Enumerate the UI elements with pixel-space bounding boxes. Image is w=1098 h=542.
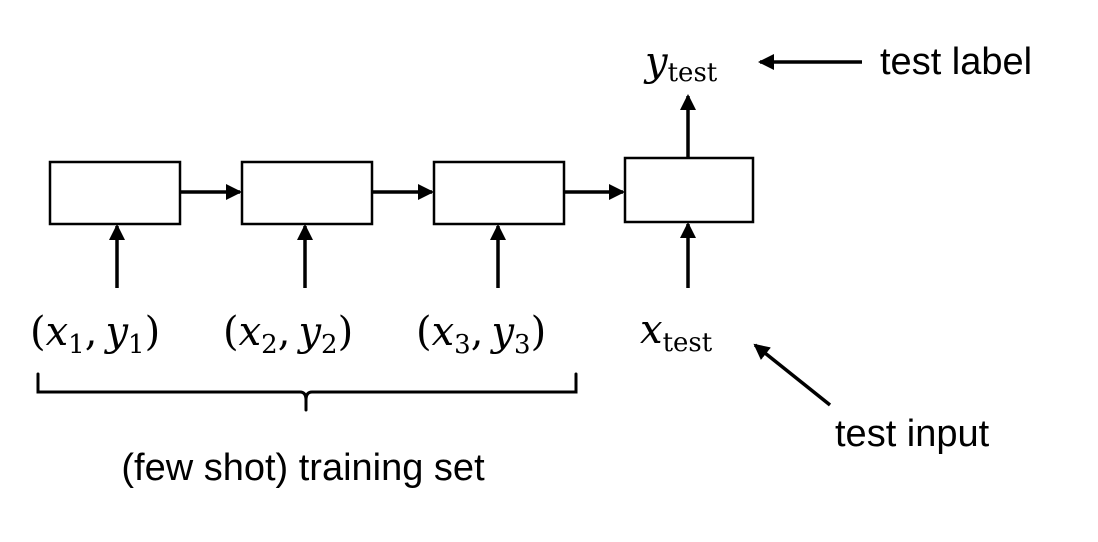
rnn-cell-1 <box>48 160 182 226</box>
training-pair-2: (x2,y2) <box>223 309 353 360</box>
test-output-symbol: ytest <box>643 39 718 88</box>
test-input-annotation-arrow <box>753 343 832 407</box>
training-pair-1: (x1,y1) <box>30 309 160 360</box>
rnn-cell-2 <box>240 160 374 226</box>
rnn-cell-3 <box>432 160 566 226</box>
training-set-label: (few shot) training set <box>121 447 485 489</box>
training-pair-3: (x3,y3) <box>416 309 546 360</box>
training-set-brace <box>36 372 578 412</box>
test-input-text: test input <box>835 413 990 455</box>
test-input-symbol: xtest <box>640 307 713 358</box>
rnn-cell-test <box>623 156 755 224</box>
test-label-text: test label <box>880 41 1032 83</box>
